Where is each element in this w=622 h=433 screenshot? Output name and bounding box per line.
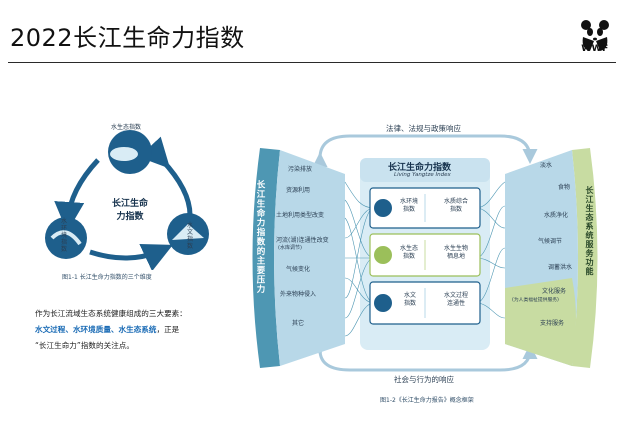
wwf-logo-text: WWF bbox=[581, 44, 609, 54]
service-item: 文化服务 bbox=[542, 288, 567, 295]
wwf-panda-logo bbox=[581, 20, 609, 51]
pressure-item: 土地利用类型改变 bbox=[276, 212, 325, 219]
pressure-item: 污染排放 bbox=[288, 166, 313, 173]
fig1-center-title: 长江生命力指数 bbox=[111, 199, 148, 222]
pressure-item: 资源利用 bbox=[286, 187, 311, 194]
title-divider bbox=[8, 62, 616, 63]
service-item: 调蓄洪水 bbox=[548, 264, 573, 271]
fig2-framework-diagram bbox=[252, 134, 598, 372]
fig1-node-top-label: 水生态指数 bbox=[111, 124, 142, 131]
index-box-1-right: 水质综合指数 bbox=[444, 198, 469, 213]
pressure-item: 气候变化 bbox=[286, 266, 311, 273]
index-box-2-left: 水生态指数 bbox=[400, 245, 419, 260]
service-item: 支持服务 bbox=[540, 320, 565, 327]
pressure-item-note: (水库调节) bbox=[278, 245, 302, 251]
index-box-3-left: 水文指数 bbox=[404, 292, 417, 307]
service-item: 食物 bbox=[558, 184, 571, 191]
fig2-center-subtitle: Living Yangtze Index bbox=[394, 172, 451, 178]
index-box-3-right: 水文过程连通性 bbox=[444, 292, 469, 307]
service-item: 淡水 bbox=[540, 162, 553, 169]
service-item: 水质净化 bbox=[544, 212, 569, 219]
pressure-item: 外来物种侵入 bbox=[280, 291, 317, 298]
service-item-note: (为人类福祉提供服务) bbox=[512, 298, 559, 303]
fig1-cycle-diagram bbox=[45, 130, 209, 270]
fig2-caption: 图1-2《长江生命力报告》概念框架 bbox=[380, 397, 474, 404]
fig2-right-band-title: 长江生态系统服务功能 bbox=[585, 186, 594, 276]
body-line-2: 水文过程、水环境质量、水生态系统，正是 bbox=[35, 325, 180, 334]
service-item: 气候调节 bbox=[538, 238, 563, 245]
fig1-node-left-label: 水环境指数 bbox=[60, 218, 67, 253]
index-box-2-right: 水生生物栖息地 bbox=[444, 245, 469, 260]
index-box-1-left: 水环境指数 bbox=[400, 198, 419, 213]
fig2-bottom-label: 社会与行为的响应 bbox=[394, 375, 454, 384]
body-line-3: “长江生命力”指数的关注点。 bbox=[35, 341, 134, 350]
fig2-center-title: 长江生命力指数 bbox=[388, 163, 452, 173]
page-title: 2022长江生命力指数 bbox=[10, 24, 245, 52]
fig1-node-right-label: 水文指数 bbox=[186, 222, 193, 250]
fig2-left-band-title: 长江生命力指数的主要压力 bbox=[255, 180, 265, 294]
pressure-item: 河流(湖)连通性改变 bbox=[276, 237, 329, 244]
fig1-caption: 图1-1 长江生命力指数的三个维度 bbox=[62, 274, 152, 281]
pressure-item: 其它 bbox=[292, 320, 305, 327]
fig2-top-label: 法律、法规与政策响应 bbox=[386, 124, 461, 133]
body-paragraph: 作为长江流域生态系统健康组成的三大要素： 水文过程、水环境质量、水生态系统，正是… bbox=[35, 306, 240, 354]
body-line-1: 作为长江流域生态系统健康组成的三大要素： bbox=[35, 309, 187, 318]
